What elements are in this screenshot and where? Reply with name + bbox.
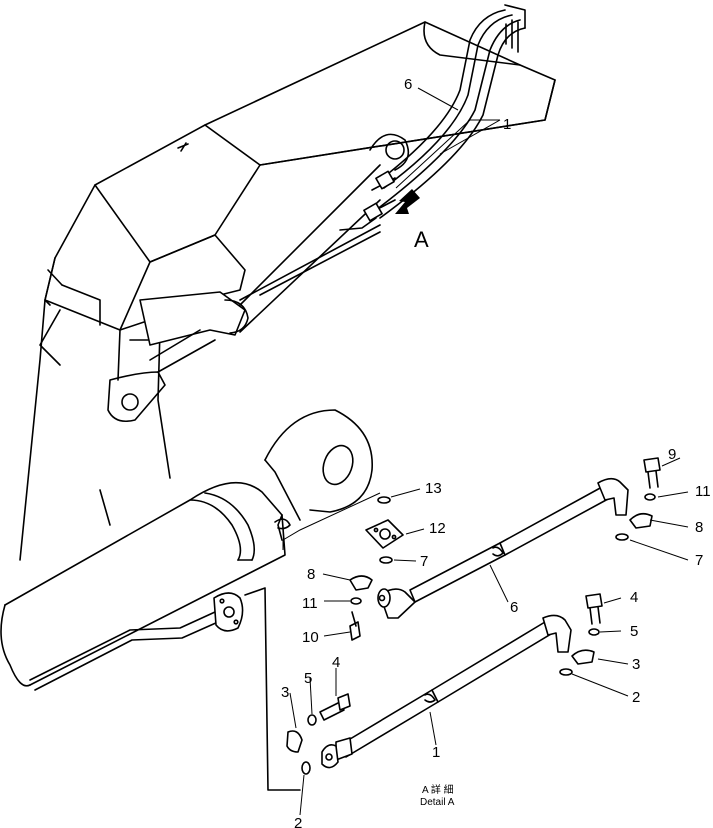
callout-2-bottom: 2 [294, 815, 302, 828]
detail-leaders [289, 457, 689, 816]
callout-2-right: 2 [632, 689, 640, 706]
detail-caption: A 詳 細 Detail A [420, 783, 455, 808]
callout-13: 13 [425, 480, 442, 497]
hose-6 [377, 477, 629, 619]
callout-labels: 9 11 8 7 13 12 7 8 11 10 6 4 5 3 2 5 4 3… [281, 446, 711, 828]
callout-6-mid: 6 [510, 599, 518, 616]
callout-1-top: 1 [503, 116, 511, 133]
upper-leaders: 6 1 [395, 76, 511, 189]
callout-10: 10 [302, 629, 319, 646]
view-label-a: A [414, 227, 429, 252]
callout-4-right: 4 [630, 589, 638, 606]
callout-3-right: 3 [632, 656, 640, 673]
callout-8-left: 8 [307, 566, 315, 583]
callout-11-right: 11 [695, 483, 711, 500]
callout-5-left: 5 [304, 670, 312, 687]
cylinder-detail [0, 409, 381, 791]
callout-9: 9 [668, 446, 676, 463]
boom-assembly [19, 21, 556, 561]
callout-3-left: 3 [281, 684, 289, 701]
part-12-flange [365, 519, 404, 549]
callout-8-right: 8 [695, 519, 703, 536]
small-parts [286, 457, 661, 775]
callout-12: 12 [429, 520, 446, 537]
detail-caption-jp: A 詳 細 [422, 783, 454, 796]
boom-cylinder-upper [107, 133, 410, 423]
callout-5-right: 5 [630, 623, 638, 640]
view-arrow-a: A [395, 189, 429, 252]
callout-7-right: 7 [695, 552, 703, 569]
callout-6-top: 6 [404, 76, 412, 93]
detail-caption-en: Detail A [420, 797, 455, 808]
callout-7-mid: 7 [420, 553, 428, 570]
callout-1-bottom: 1 [432, 744, 440, 761]
hose-1 [321, 614, 572, 769]
callout-4-left: 4 [332, 654, 340, 671]
hose-route-upper [239, 4, 526, 301]
callout-11-left: 11 [302, 595, 318, 612]
